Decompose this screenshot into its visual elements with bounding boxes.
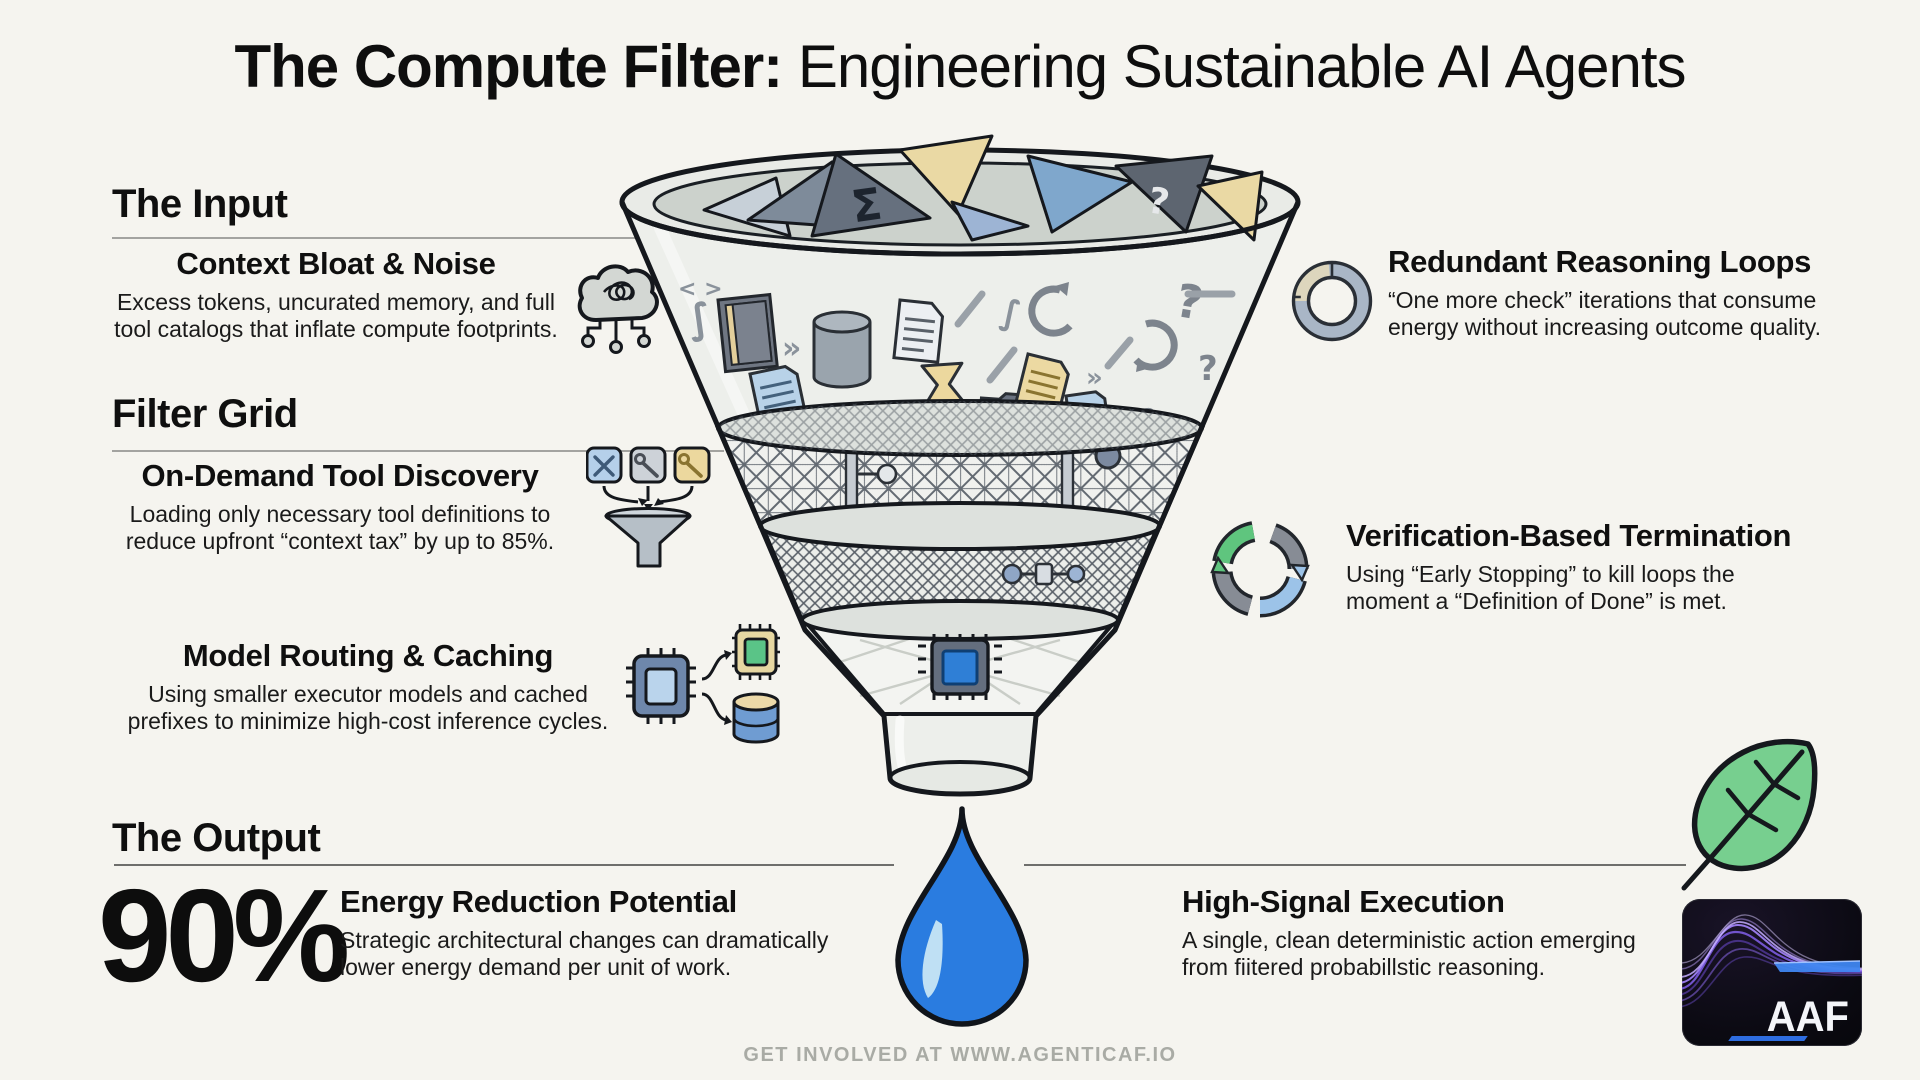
tool-discovery-title: On-Demand Tool Discovery [141, 458, 539, 493]
cache-database [732, 692, 780, 744]
cycle-arrows-icon [1210, 521, 1310, 618]
svg-text:»: » [1086, 363, 1103, 393]
section-heading-filter-grid: Filter Grid [112, 392, 298, 436]
context-bloat-card: Context Bloat & Noise Excess tokens, unc… [76, 246, 596, 342]
chip-routing-icon [626, 624, 780, 744]
aaf-logo: AAF [1682, 899, 1862, 1046]
section-heading-input: The Input [112, 182, 288, 226]
energy-reduction-title: Energy Reduction Potential [340, 884, 737, 919]
model-routing-card: Model Routing & Caching Using smaller ex… [88, 638, 648, 734]
svg-text:Σ: Σ [848, 179, 885, 234]
output-divider-left [114, 864, 894, 866]
model-routing-title: Model Routing & Caching [182, 638, 554, 673]
output-divider-right [1024, 864, 1686, 866]
core-chip [918, 634, 1002, 700]
page-title-rest: Engineering Sustainable AI Agents [782, 33, 1687, 100]
aaf-logo-waves [1682, 914, 1862, 1008]
section-heading-output: The Output [112, 816, 321, 860]
input-heading-rule [112, 237, 724, 239]
tool-discovery-body: Loading only necessary tool definitions … [125, 500, 555, 554]
tool-discovery-card: On-Demand Tool Discovery Loading only ne… [80, 458, 600, 554]
verification-title: Verification-Based Termination [1346, 518, 1792, 553]
high-signal-body: A single, clean deterministic action eme… [1182, 926, 1636, 980]
document-glyph [892, 298, 945, 364]
book-glyph [716, 292, 779, 374]
redundant-loops-body: “One more check” iterations that consume… [1388, 286, 1821, 340]
paper-shapes [702, 134, 1264, 242]
verification-card: Verification-Based Termination Using “Ea… [1346, 518, 1846, 614]
leaf-icon [1681, 738, 1818, 891]
tools-to-funnel-icon [586, 446, 711, 568]
footer-cta: GET INVOLVED AT WWW.AGENTICAF.IO [743, 1044, 1177, 1066]
water-drop-icon [895, 806, 1029, 1027]
energy-stat-value: 90% [98, 862, 350, 1009]
svg-text:»: » [782, 331, 801, 366]
compute-funnel-illustration: < > ∫ » × ∫ [619, 134, 1301, 797]
context-bloat-title: Context Bloat & Noise [176, 246, 496, 281]
cached-chip [732, 624, 780, 680]
energy-reduction-card: Energy Reduction Potential Strategic arc… [340, 884, 900, 980]
redundant-loops-title: Redundant Reasoning Loops [1388, 244, 1812, 279]
redundant-loops-card: Redundant Reasoning Loops “One more chec… [1388, 244, 1888, 340]
energy-reduction-body: Strategic architectural changes can dram… [340, 926, 829, 980]
aaf-logo-text: AAF [1766, 993, 1849, 1041]
high-signal-title: High-Signal Execution [1182, 884, 1505, 919]
loop-ring-icon [1291, 260, 1373, 342]
tangled-cloud-icon [577, 264, 659, 354]
cylinder-glyph [812, 310, 872, 389]
svg-text:?: ? [1198, 349, 1218, 389]
page-title-bold: The Compute Filter: [234, 33, 783, 100]
model-routing-body: Using smaller executor models and cached… [127, 680, 609, 734]
filter-heading-rule [112, 450, 724, 452]
context-bloat-body: Excess tokens, uncurated memory, and ful… [114, 288, 558, 342]
executor-chip [626, 648, 696, 724]
high-signal-card: High-Signal Execution A single, clean de… [1182, 884, 1742, 980]
page-title: The Compute Filter: Engineering Sustaina… [0, 32, 1920, 101]
verification-body: Using “Early Stopping” to kill loops the… [1346, 560, 1735, 614]
svg-text:< >: < > [678, 277, 723, 302]
